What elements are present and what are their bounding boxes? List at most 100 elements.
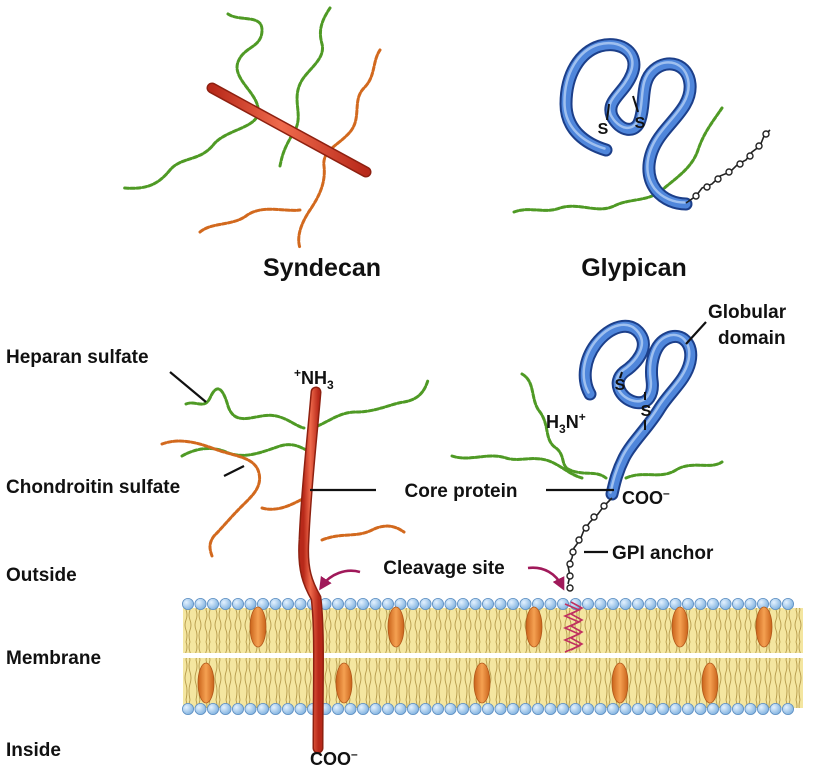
chondroitin-sulfate-leader [223, 465, 245, 477]
gpi-anchor-chain [567, 497, 613, 585]
chondroitin-sulfate-chain-3 [320, 524, 406, 542]
lipid-head [519, 703, 532, 716]
lipid-head [669, 598, 682, 611]
gpi-membrane-anchor [562, 601, 584, 653]
lipid-head [269, 703, 282, 716]
nh3-terminus-label: +NH3 [294, 366, 334, 392]
lipid-head [769, 703, 782, 716]
lipid-head [582, 598, 595, 611]
lipid-heads-outer [181, 598, 795, 611]
membrane-protein [249, 606, 267, 648]
syndecan-title: Syndecan [263, 254, 381, 282]
globular-label-line2: domain [718, 328, 786, 349]
lipid-head [256, 703, 269, 716]
lipid-head [394, 598, 407, 611]
glypican-heparan-chain [512, 106, 724, 214]
inside-label: Inside [6, 740, 61, 761]
lipid-head [494, 598, 507, 611]
lipid-head [244, 598, 257, 611]
lipid-head [406, 703, 419, 716]
membrane-protein [335, 662, 353, 704]
membrane-protein [701, 662, 719, 704]
glypican-heparan-chain-1 [520, 372, 608, 480]
h3n-terminus-label: H3N+ [546, 410, 586, 436]
coo-membrane-label: COO– [310, 747, 358, 769]
chondroitin-sulfate-chain-1 [160, 439, 261, 558]
lipid-head [381, 598, 394, 611]
lipid-head [607, 598, 620, 611]
membrane-protein [473, 662, 491, 704]
lipid-head [682, 703, 695, 716]
glypican-gpi-chain [685, 129, 771, 204]
lipid-head [256, 598, 269, 611]
lipid-head [619, 598, 632, 611]
lipid-head [194, 598, 207, 611]
membrane-protein [671, 606, 689, 648]
glypican-heparan-chain-3 [624, 460, 724, 480]
lipid-head [394, 703, 407, 716]
cleavage-arrow-left [319, 569, 361, 591]
globular-domain-leader [685, 321, 707, 345]
syndecan-heparan-chain-2 [278, 6, 332, 168]
lipid-head [669, 703, 682, 716]
lipid-head [219, 703, 232, 716]
lipid-head [719, 598, 732, 611]
lipid-head [544, 703, 557, 716]
heparan-sulfate-leader [169, 371, 207, 403]
lipid-head [419, 703, 432, 716]
lipid-head [231, 703, 244, 716]
lipid-head [506, 598, 519, 611]
lipid-head [732, 598, 745, 611]
lipid-head [594, 598, 607, 611]
lipid-head [344, 703, 357, 716]
glypican-heparan-chain-2 [450, 454, 584, 480]
lipid-head [444, 598, 457, 611]
lipid-head [782, 703, 795, 716]
lipid-head [619, 703, 632, 716]
lipid-head [369, 703, 382, 716]
membrane-syndecan [160, 378, 430, 754]
lipid-head [569, 703, 582, 716]
cleavage-arrow-right [527, 566, 565, 591]
chondroitin-sulfate-chain-2 [260, 496, 306, 511]
lipid-head [481, 703, 494, 716]
lipid-head [181, 598, 194, 611]
lipid-head [694, 703, 707, 716]
lipid-head [381, 703, 394, 716]
lipid-head [744, 598, 757, 611]
glypican-illustration: S S [512, 38, 771, 214]
heparan-sulfate-label: Heparan sulfate [6, 347, 149, 368]
lipid-head [331, 703, 344, 716]
lipid-head [344, 598, 357, 611]
lipid-bilayer [181, 598, 803, 716]
lipid-head [194, 703, 207, 716]
membrane-protein [525, 606, 543, 648]
lipid-head [281, 703, 294, 716]
lipid-head [694, 598, 707, 611]
lipid-head [356, 598, 369, 611]
lipid-head [769, 598, 782, 611]
lipid-head [469, 703, 482, 716]
lipid-head [294, 598, 307, 611]
globular-label-line1: Globular [708, 302, 787, 323]
lipid-head [506, 703, 519, 716]
glypican-sulfur-1: S [615, 377, 626, 394]
lipid-head [219, 598, 232, 611]
lipid-head [431, 598, 444, 611]
lipid-head [469, 598, 482, 611]
lipid-head [744, 703, 757, 716]
lipid-head [244, 703, 257, 716]
lipid-head [206, 598, 219, 611]
lipid-head [294, 703, 307, 716]
lipid-head [707, 598, 720, 611]
lipid-head [444, 703, 457, 716]
lipid-head [732, 703, 745, 716]
lipid-head [281, 598, 294, 611]
lipid-head [582, 703, 595, 716]
lipid-head [782, 598, 795, 611]
syndecan-illustration [122, 6, 382, 250]
lipid-head [181, 703, 194, 716]
membrane-protein [197, 662, 215, 704]
glypican-sulfur-2: S [641, 403, 652, 420]
